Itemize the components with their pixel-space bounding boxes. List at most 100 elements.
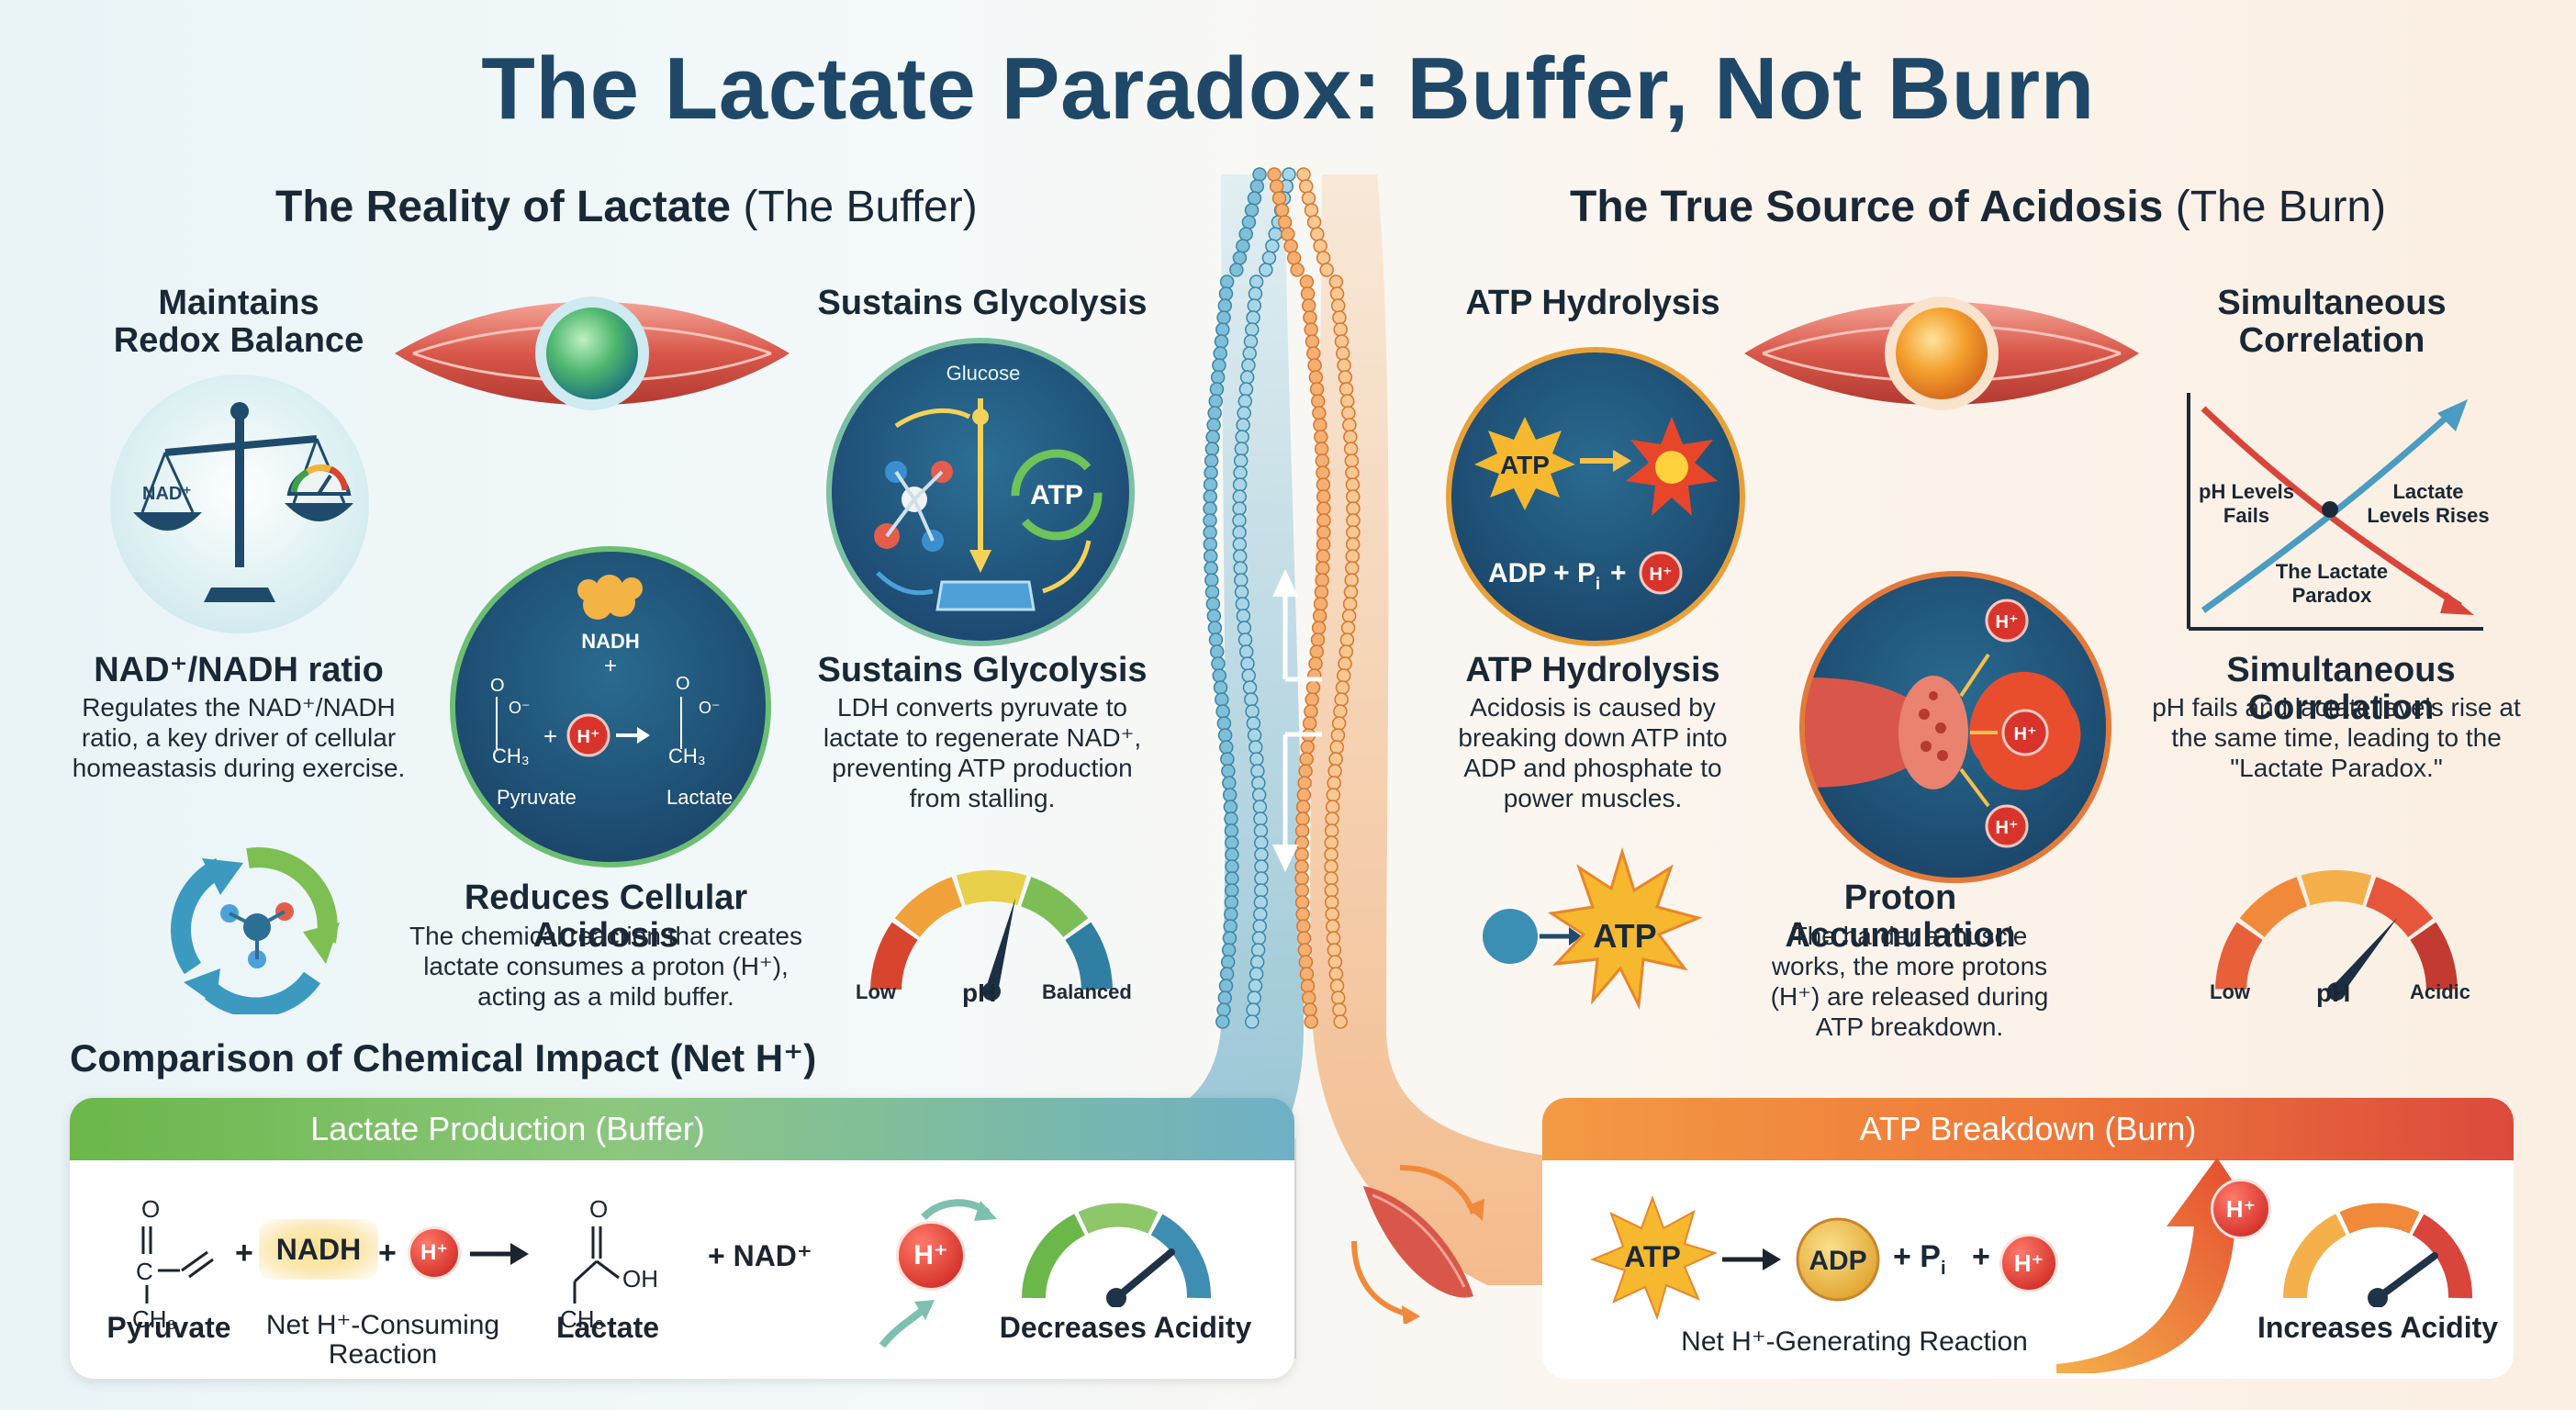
reaction-lactate-label: Lactate [666, 786, 733, 809]
membrane-bead [1209, 382, 1225, 397]
cmp-pi-text: + P [1893, 1239, 1941, 1274]
membrane-bead [1346, 525, 1361, 540]
membrane-bead [1224, 895, 1239, 910]
membrane-bead [1203, 513, 1217, 528]
membrane-bead [1297, 943, 1313, 957]
gauge-low-label-right: Low [2210, 980, 2250, 1003]
membrane-bead [1269, 179, 1284, 194]
membrane-bead [1247, 728, 1262, 743]
membrane-bead [1232, 537, 1248, 552]
membrane-bead [1298, 764, 1313, 778]
reaction-ch3-left: CH₃ [492, 744, 530, 767]
membrane-bead [1313, 418, 1327, 432]
membrane-bead [1309, 382, 1325, 397]
membrane-bead [1208, 394, 1223, 408]
membrane-bead [1213, 346, 1227, 361]
membrane-bead [1236, 609, 1251, 623]
membrane-bead [1301, 990, 1316, 1005]
membrane-bead [1300, 979, 1316, 993]
membrane-bead [1308, 656, 1323, 671]
membrane-bead [1232, 513, 1247, 528]
membrane-bead [1216, 716, 1232, 731]
cmp-atp-label: ATP [1624, 1240, 1681, 1273]
scale-nad-label: NAD⁺ [142, 484, 192, 504]
membrane-bead [1246, 310, 1260, 325]
membrane-bead [1334, 334, 1350, 349]
membrane-bead [1299, 274, 1315, 289]
membrane-bead [1249, 274, 1264, 289]
muscle-fiber-right [1744, 297, 2139, 410]
panel-divider-left [1294, 1138, 1296, 1359]
membrane-bead [1221, 943, 1237, 957]
cmp-atp-burst: ATP [1590, 1195, 1717, 1321]
membrane-bead [1203, 501, 1217, 516]
membrane-bead [1335, 680, 1350, 695]
membrane-bead [1327, 943, 1342, 957]
membrane-bead [1222, 776, 1237, 790]
membrane-bead [1328, 274, 1344, 289]
atp-hydrolysis-text: Acidosis is caused by breaking down ATP … [1458, 693, 1728, 813]
membrane-bead [1232, 549, 1248, 564]
membrane-bead [1332, 310, 1347, 325]
cmp-decreases-acidity: Decreases Acidity [999, 1311, 1252, 1344]
membrane-bead [1244, 692, 1259, 707]
membrane-bead [1222, 788, 1238, 802]
membrane-bead [1277, 215, 1293, 229]
membrane-bead [1296, 788, 1312, 802]
cmp-increases-acidity: Increases Acidity [2257, 1311, 2499, 1344]
cmp-adp-label: ADP [1809, 1246, 1866, 1276]
membrane-bead [1297, 776, 1312, 790]
membrane-bead [1261, 251, 1277, 265]
membrane-bead [1253, 811, 1268, 826]
membrane-bead [1224, 823, 1239, 838]
right-heading-strong: The True Source of Acidosis [1570, 183, 2164, 231]
membrane-bead [1286, 251, 1302, 265]
membrane-bead [1303, 1002, 1317, 1017]
muscle-fiber-left [395, 297, 790, 410]
comparison-heading: Comparison of Chemical Impact (Net H⁺) [70, 1036, 817, 1080]
membrane-bead [1241, 358, 1256, 373]
membrane-bead [1238, 632, 1253, 647]
membrane-bead [1218, 286, 1234, 301]
membrane-bead [1331, 716, 1347, 731]
balance-scale-icon: NAD⁺ [133, 402, 353, 602]
membrane-bead [1341, 406, 1356, 420]
membrane-bead [1236, 239, 1250, 253]
membrane-bead [1268, 227, 1282, 241]
membrane-bead [1324, 871, 1338, 886]
membrane-bead [1295, 800, 1311, 814]
acidosis-title: Reduces Cellular Acidosis [464, 878, 748, 956]
membrane-bead [1233, 561, 1248, 576]
membrane-bead [1304, 203, 1319, 218]
gauge-high-label-right: Acidic [2410, 980, 2471, 1003]
membrane-bead [1294, 871, 1309, 886]
membrane-bead [1345, 561, 1360, 576]
membrane-bead [1238, 644, 1254, 659]
membrane-bead [1329, 740, 1344, 755]
membrane-bead [1225, 847, 1239, 862]
membrane-bead [1325, 907, 1339, 922]
membrane-bead [1253, 907, 1268, 922]
membrane-bead [1346, 501, 1361, 516]
membrane-bead [1243, 334, 1259, 349]
membrane-bead [1338, 370, 1353, 385]
membrane-bead [1249, 740, 1263, 755]
hydro-atp-label: ATP [1500, 451, 1550, 479]
membrane-bead [1281, 227, 1295, 241]
atp-explosion-icon: ATP ADP + P i + H⁺ [1474, 417, 1718, 595]
membrane-bead [1300, 740, 1315, 755]
membrane-bead [1249, 179, 1265, 194]
membrane-bead [1248, 286, 1263, 301]
membrane-bead [1305, 334, 1320, 349]
page-title: The Lactate Paradox: Buffer, Not Burn [481, 39, 2095, 138]
membrane-bead [1326, 788, 1341, 802]
membrane-bead [1234, 585, 1249, 599]
cmp-pi-label: + Pi [1893, 1239, 1946, 1280]
membrane-bead [1324, 847, 1338, 862]
membrane-bead [1304, 704, 1318, 719]
membrane-bead [1215, 692, 1229, 707]
ph-gauge-balanced: Low pH Balanced [845, 854, 1138, 1010]
membrane-bead [1217, 990, 1233, 1005]
membrane-bead [1337, 668, 1351, 683]
burn-comparison-panel: ATP Breakdown (Burn) ATP ADP + Pi + H⁺ N… [1542, 1098, 2514, 1379]
